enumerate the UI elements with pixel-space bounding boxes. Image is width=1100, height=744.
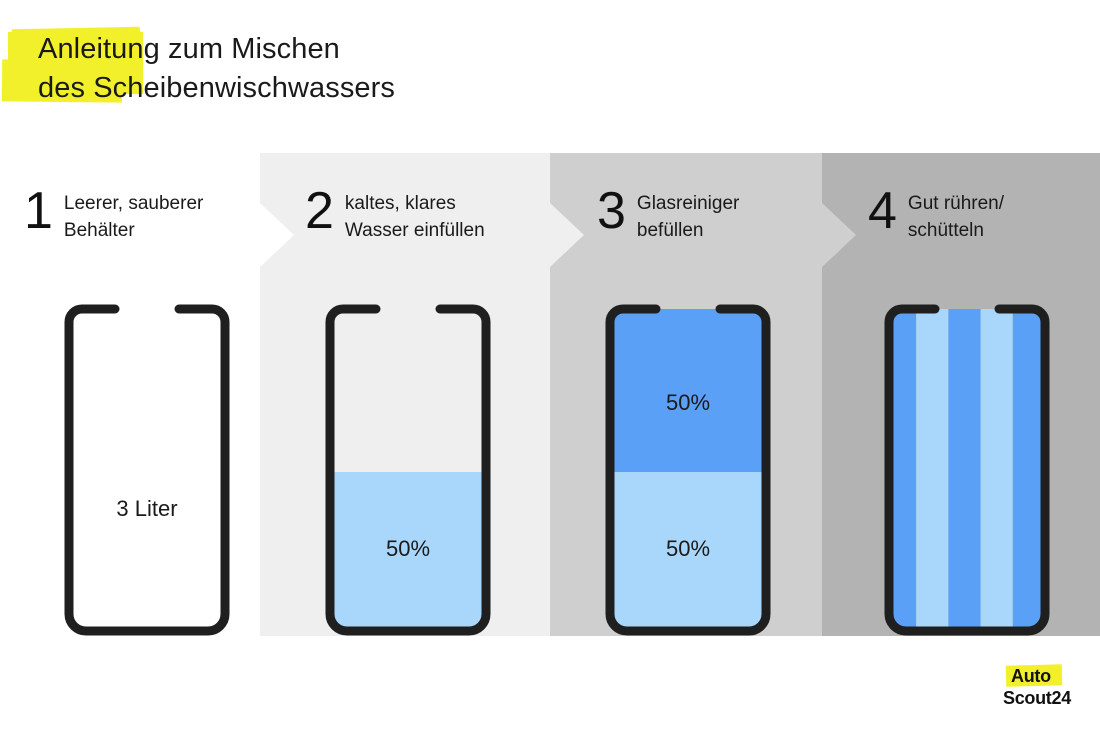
container-step-2: 50% (325, 300, 491, 636)
page-title-line-2: des Scheibenwischwassers (38, 72, 396, 104)
page-title-line-1: Anleitung zum Mischen (38, 33, 340, 65)
page-title: Anleitung zum Mischen des Scheibenwischw… (8, 30, 678, 120)
step-number-2: 2 (305, 182, 334, 240)
step-label-4: Gut rühren/ schütteln (907, 193, 1005, 241)
step-header-2: 2 kaltes, klares Wasser einfüllen (305, 185, 485, 244)
step-label-1: Leerer, sauberer Behälter (63, 193, 204, 241)
logo-auto-text: Auto (1011, 666, 1051, 686)
container-step-3: 50% 50% (605, 300, 771, 636)
step-header-1: 1 Leerer, sauberer Behälter (24, 185, 203, 244)
cleaner-fill-3-top (610, 309, 766, 472)
stripe-1 (889, 309, 917, 631)
container-step-4 (884, 300, 1050, 636)
step-number-4: 4 (868, 182, 897, 240)
logo-scout-text: Scout24 (1003, 688, 1071, 708)
stripe-5 (1012, 309, 1045, 631)
step-label-3: Glasreiniger befüllen (636, 193, 740, 241)
fill-percent-label-3-bottom: 50% (665, 536, 711, 561)
fill-percent-label-3-top: 50% (665, 390, 711, 415)
water-fill-2 (330, 472, 486, 631)
chevron-right-icon-1 (260, 203, 294, 267)
stripe-4 (980, 309, 1013, 631)
fill-percent-label-2-bottom: 50% (385, 536, 431, 561)
water-half-filled-container-icon (325, 304, 491, 636)
stripe-2 (916, 309, 949, 631)
step-header-4: 4 Gut rühren/ schütteln (868, 185, 1004, 244)
container-capacity-label-1: 3 Liter (116, 496, 178, 521)
container-step-1: 3 Liter (64, 300, 230, 636)
step-number-3: 3 (597, 182, 626, 240)
water-fill-3-bottom (610, 472, 766, 631)
chevron-right-icon-3 (822, 203, 856, 267)
logo-auto-wrap: Auto (1005, 664, 1063, 687)
title-highlight-brush (8, 32, 143, 94)
step-label-2: kaltes, klares Wasser einfüllen (344, 193, 485, 241)
step-number-1: 1 (24, 182, 53, 240)
autoscout24-logo[interactable]: Auto Scout24 (1003, 664, 1093, 716)
stripe-group (889, 309, 1045, 631)
empty-container-icon (64, 304, 230, 636)
stripe-3 (948, 309, 981, 631)
cleaner-and-water-container-icon (605, 304, 771, 636)
step-header-3: 3 Glasreiniger befüllen (597, 185, 739, 244)
chevron-right-icon-2 (550, 203, 584, 267)
mixed-container-icon (884, 304, 1050, 636)
